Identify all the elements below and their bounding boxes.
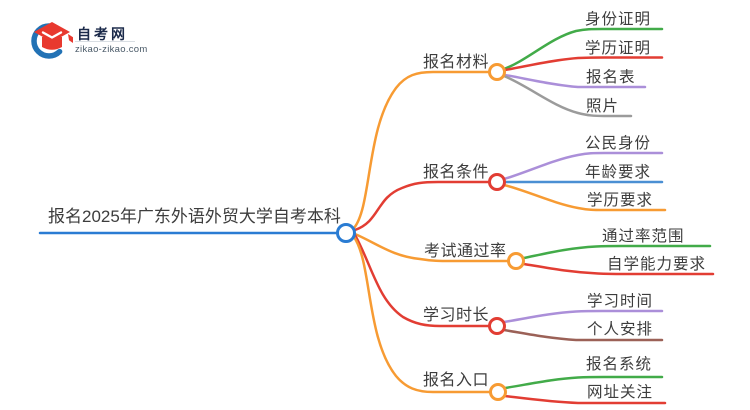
node-circle-registration-materials <box>488 63 506 81</box>
leaf-label-website-follow: 网址关注 <box>587 384 654 401</box>
branch-label-registration-requirements: 报名条件 <box>423 164 490 181</box>
edge-registration-form <box>503 73 647 89</box>
leaf-label-registration-system: 报名系统 <box>586 356 653 373</box>
edge-citizen-identity <box>502 151 664 181</box>
edge-study-duration <box>353 233 492 328</box>
edge-registration-system <box>503 375 664 390</box>
edge-website-follow <box>503 394 667 405</box>
edge-self-study-ability <box>522 262 715 276</box>
edge-exam-pass-rate <box>353 232 511 263</box>
leaf-label-study-time: 学习时间 <box>587 293 654 310</box>
edge-education-requirement <box>502 183 667 212</box>
branch-label-study-duration: 学习时长 <box>423 307 490 324</box>
root-topic-label: 报名2025年广东外语外贸大学自考本科 <box>48 207 341 226</box>
site-name: 自考网 <box>77 26 128 42</box>
node-circle-study-duration <box>488 317 506 335</box>
node-circle-registration-portal <box>489 383 507 401</box>
edge-registration-requirements <box>353 180 492 232</box>
leaf-label-education-requirement: 学历要求 <box>587 192 654 209</box>
leaf-label-citizen-identity: 公民身份 <box>585 135 652 152</box>
leaf-label-registration-form: 报名表 <box>586 69 636 86</box>
leaf-label-pass-rate-range: 通过率范围 <box>602 228 685 245</box>
branch-label-registration-materials: 报名材料 <box>423 54 490 71</box>
node-circle-registration-requirements <box>488 173 506 191</box>
site-url: zikao-zikao.com <box>75 44 148 55</box>
edge-education-proof <box>503 56 664 72</box>
leaf-label-photo: 照片 <box>586 98 620 115</box>
leaf-label-personal-schedule: 个人安排 <box>587 321 654 338</box>
leaf-label-self-study-ability: 自学能力要求 <box>607 256 707 273</box>
edge-photo <box>502 74 633 118</box>
edge-registration-materials <box>352 70 492 230</box>
edge-personal-schedule <box>502 328 664 342</box>
edge-study-time <box>502 309 664 324</box>
leaf-label-identity-proof: 身份证明 <box>585 11 652 28</box>
branch-label-registration-portal: 报名入口 <box>423 372 490 389</box>
root-node-circle <box>336 223 356 243</box>
logo-divider <box>75 41 135 42</box>
graduation-cap-icon <box>31 22 73 59</box>
branch-label-exam-pass-rate: 考试通过率 <box>424 243 507 260</box>
leaf-label-education-proof: 学历证明 <box>585 40 652 57</box>
edge-registration-portal <box>352 235 493 394</box>
edge-pass-rate-range <box>522 244 712 260</box>
site-logo[interactable]: 自考网 zikao-zikao.com <box>28 18 158 64</box>
edge-identity-proof <box>502 27 664 71</box>
leaf-label-age-requirement: 年龄要求 <box>585 164 652 181</box>
node-circle-exam-pass-rate <box>507 252 525 270</box>
